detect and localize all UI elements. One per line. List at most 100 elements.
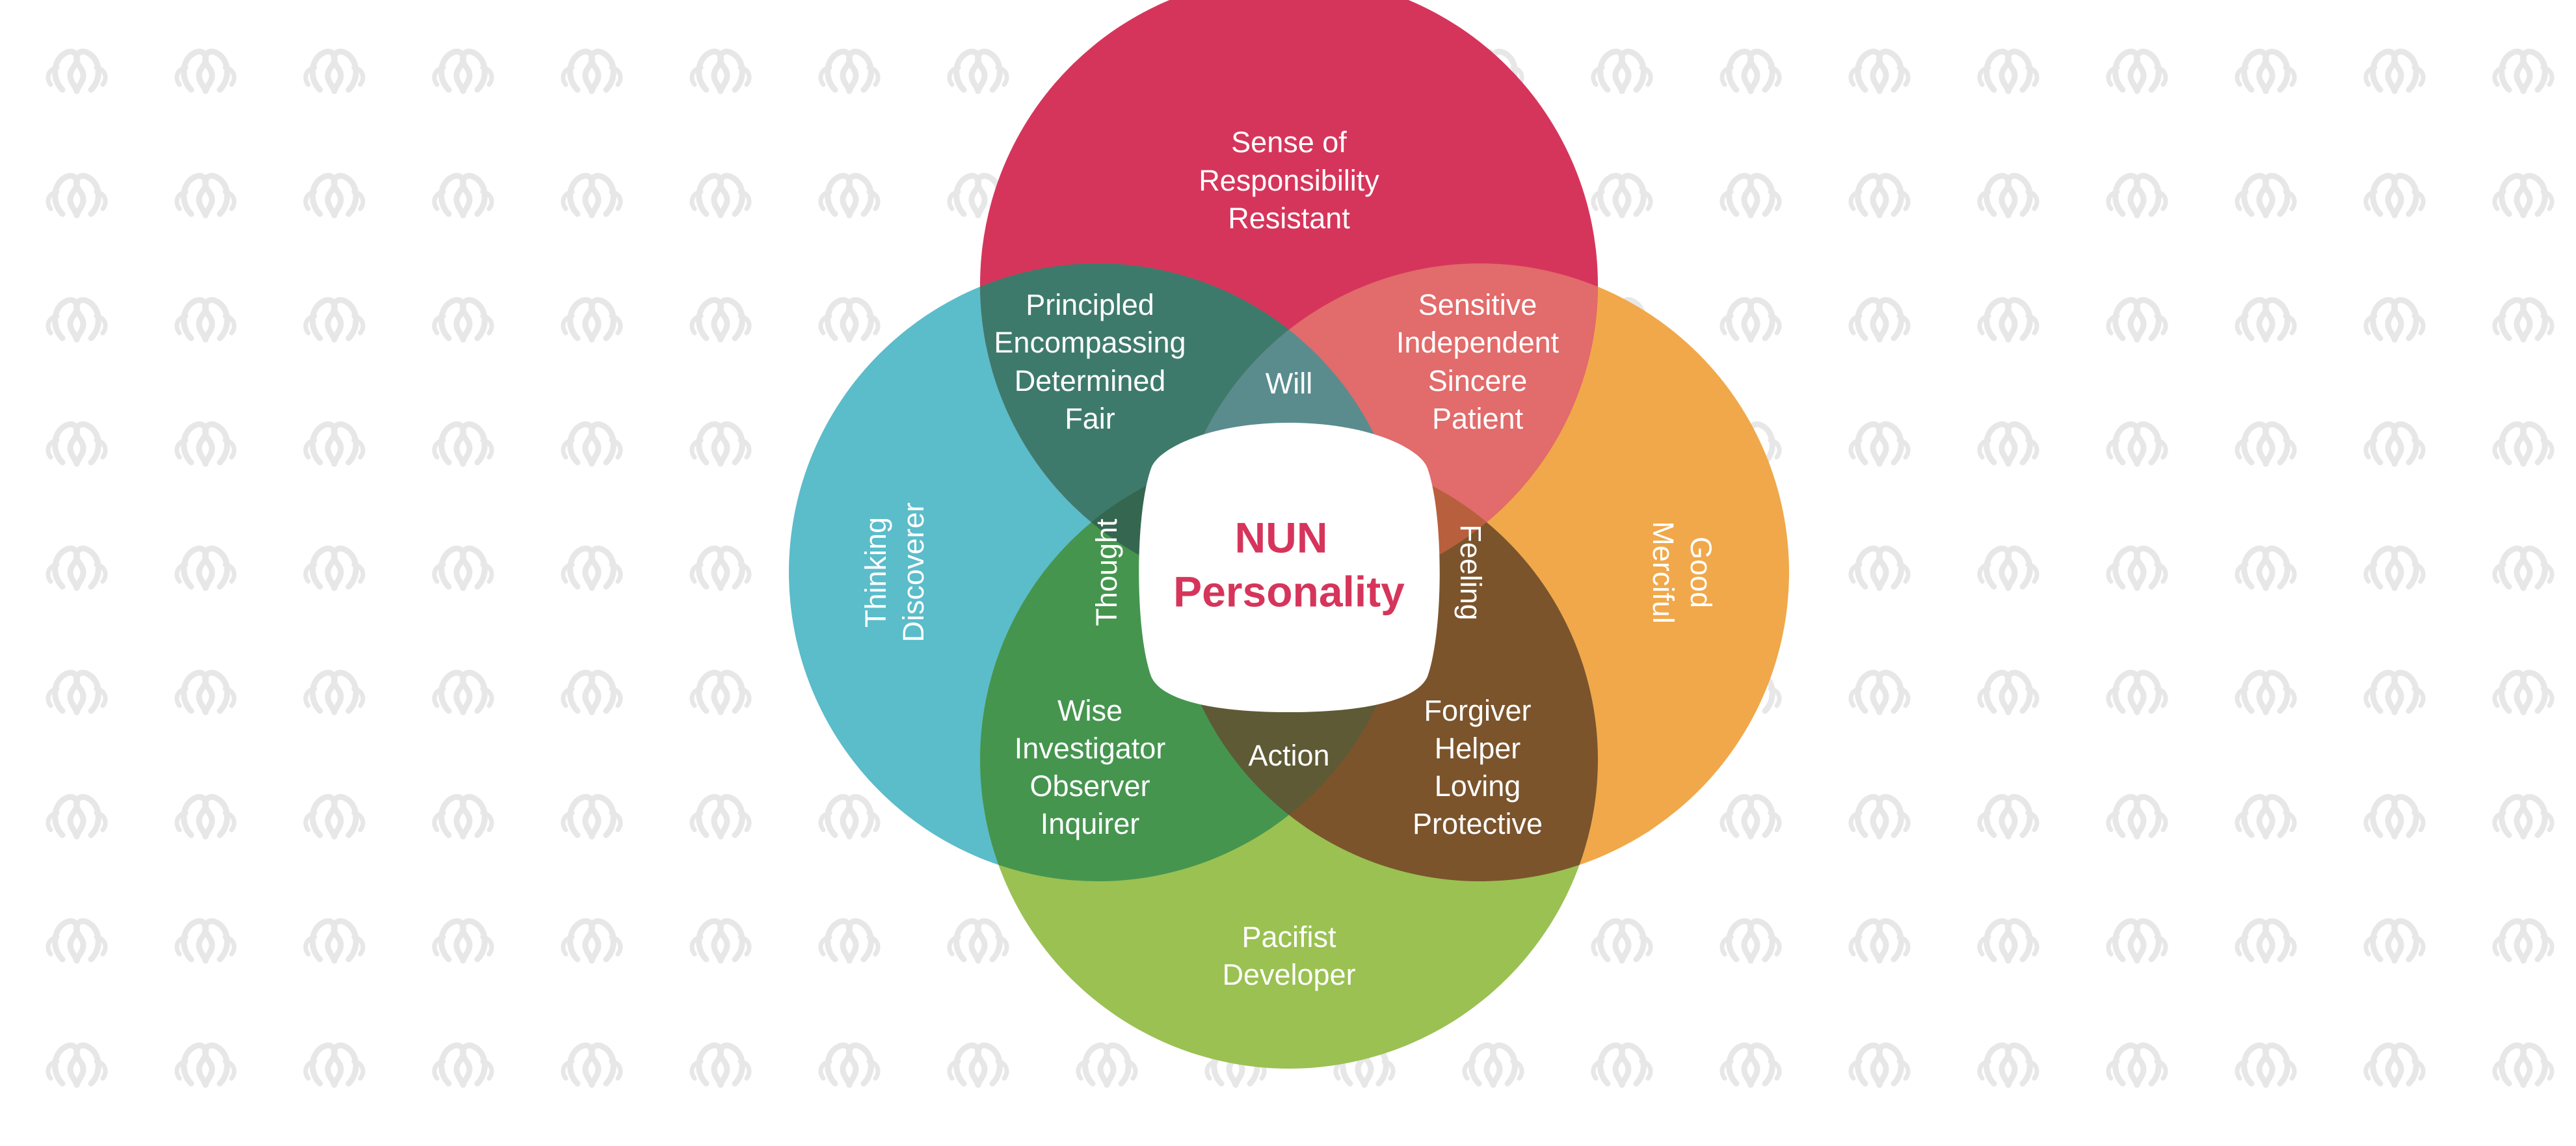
- nun-logo-watermark-icon: [48, 300, 105, 340]
- nun-logo-watermark-icon: [692, 176, 749, 215]
- nun-logo-watermark-icon: [2495, 51, 2552, 91]
- nun-logo-watermark-icon: [1980, 797, 2037, 836]
- nun-logo-watermark-icon: [2237, 673, 2294, 712]
- bottom-circle-label-1: Pacifist: [1242, 920, 1336, 953]
- nun-logo-watermark-icon: [1851, 176, 1908, 215]
- nun-logo-watermark-icon: [2237, 548, 2294, 588]
- nun-logo-watermark-icon: [177, 300, 234, 340]
- nun-logo-watermark-icon: [1980, 1045, 2037, 1085]
- nun-logo-watermark-icon: [2108, 300, 2166, 340]
- nun-logo-watermark-icon: [692, 797, 749, 836]
- nun-logo-watermark-icon: [434, 1045, 492, 1085]
- nun-logo-watermark-icon: [1980, 424, 2037, 464]
- top-left-label-2: Encompassing: [994, 326, 1186, 359]
- nun-logo-watermark-icon: [177, 673, 234, 712]
- bottom-circle-label-2: Developer: [1222, 958, 1355, 991]
- nun-logo-watermark-icon: [48, 797, 105, 836]
- nun-logo-watermark-icon: [2237, 51, 2294, 91]
- nun-logo-watermark-icon: [306, 921, 363, 961]
- nun-logo-watermark-icon: [2237, 300, 2294, 340]
- nun-logo-watermark-icon: [306, 1045, 363, 1085]
- left-circle-label-1: Thinking: [859, 517, 892, 628]
- nun-logo-watermark-icon: [434, 300, 492, 340]
- overlap-layer: [980, 263, 1598, 881]
- nun-logo-watermark-icon: [2108, 797, 2166, 836]
- nun-logo-watermark-icon: [821, 1045, 878, 1085]
- top-left-label-4: Fair: [1065, 402, 1115, 435]
- nun-logo-watermark-icon: [563, 548, 620, 588]
- will-label: Will: [1266, 367, 1312, 400]
- top-circle-label-1: Sense of: [1231, 126, 1347, 159]
- center-region: [1139, 423, 1440, 712]
- nun-logo-watermark-icon: [1078, 1045, 1135, 1085]
- nun-logo-watermark-icon: [2366, 176, 2423, 215]
- nun-logo-watermark-icon: [1851, 1045, 1908, 1085]
- nun-logo-watermark-icon: [2495, 548, 2552, 588]
- nun-logo-watermark-icon: [2495, 176, 2552, 215]
- nun-logo-watermark-icon: [2366, 1045, 2423, 1085]
- nun-logo-watermark-icon: [177, 548, 234, 588]
- nun-logo-watermark-icon: [48, 548, 105, 588]
- nun-logo-watermark-icon: [177, 797, 234, 836]
- bottom-right-label-4: Protective: [1413, 807, 1543, 840]
- nun-logo-watermark-icon: [1851, 673, 1908, 712]
- nun-logo-watermark-icon: [2366, 300, 2423, 340]
- nun-logo-watermark-icon: [1980, 548, 2037, 588]
- bottom-left-label-3: Observer: [1029, 769, 1150, 803]
- right-circle-label-2: Merciful: [1647, 521, 1680, 624]
- left-circle-label-2: Discoverer: [897, 502, 930, 642]
- nun-logo-watermark-icon: [1722, 921, 1779, 961]
- nun-logo-watermark-icon: [1851, 300, 1908, 340]
- thought-label-group: Thought: [1090, 518, 1123, 626]
- feeling-label: Feeling: [1454, 524, 1487, 620]
- nun-logo-watermark-icon: [48, 673, 105, 712]
- nun-logo-watermark-icon: [2108, 1045, 2166, 1085]
- nun-logo-watermark-icon: [1593, 921, 1651, 961]
- left-circle-labels: Thinking Discoverer: [859, 502, 930, 642]
- action-region: [1171, 451, 1407, 881]
- top-right-label-4: Patient: [1432, 402, 1524, 435]
- nun-logo-watermark-icon: [1851, 797, 1908, 836]
- nun-logo-watermark-icon: [2237, 921, 2294, 961]
- nun-logo-watermark-icon: [2237, 1045, 2294, 1085]
- nun-logo-watermark-icon: [306, 300, 363, 340]
- nun-logo-watermark-icon: [1593, 176, 1651, 215]
- nun-logo-watermark-icon: [306, 51, 363, 91]
- nun-logo-watermark-icon: [563, 673, 620, 712]
- nun-logo-watermark-icon: [1465, 1045, 1522, 1085]
- top-circle-label-2: Responsibility: [1199, 164, 1379, 197]
- top-circle-label-3: Resistant: [1228, 202, 1350, 235]
- nun-logo-watermark-icon: [2108, 673, 2166, 712]
- nun-logo-watermark-icon: [306, 176, 363, 215]
- nun-logo-watermark-icon: [2108, 548, 2166, 588]
- nun-logo-watermark-icon: [48, 424, 105, 464]
- nun-logo-watermark-icon: [2495, 1045, 2552, 1085]
- nun-logo-watermark-icon: [821, 797, 878, 836]
- nun-logo-watermark-icon: [949, 1045, 1007, 1085]
- bottom-right-label-3: Loving: [1435, 769, 1521, 803]
- nun-logo-watermark-icon: [434, 673, 492, 712]
- nun-logo-watermark-icon: [563, 51, 620, 91]
- will-region: [1171, 263, 1407, 594]
- nun-logo-watermark-icon: [306, 548, 363, 588]
- nun-logo-watermark-icon: [692, 424, 749, 464]
- nun-logo-watermark-icon: [177, 921, 234, 961]
- nun-logo-watermark-icon: [1722, 176, 1779, 215]
- top-right-label-2: Independent: [1396, 326, 1560, 359]
- top-right-label-1: Sensitive: [1418, 288, 1537, 321]
- nun-logo-watermark-icon: [1593, 1045, 1651, 1085]
- nun-logo-watermark-icon: [692, 51, 749, 91]
- nun-logo-watermark-icon: [692, 921, 749, 961]
- feeling-label-group: Feeling: [1454, 524, 1487, 620]
- nun-logo-watermark-icon: [434, 548, 492, 588]
- nun-logo-watermark-icon: [306, 424, 363, 464]
- nun-logo-watermark-icon: [2495, 797, 2552, 836]
- nun-logo-watermark-icon: [2366, 51, 2423, 91]
- nun-logo-watermark-icon: [949, 51, 1007, 91]
- nun-logo-watermark-icon: [2108, 51, 2166, 91]
- nun-logo-watermark-icon: [1980, 921, 2037, 961]
- nun-logo-watermark-icon: [821, 300, 878, 340]
- nun-logo-watermark-icon: [177, 51, 234, 91]
- nun-logo-watermark-icon: [306, 673, 363, 712]
- nun-logo-watermark-icon: [1980, 300, 2037, 340]
